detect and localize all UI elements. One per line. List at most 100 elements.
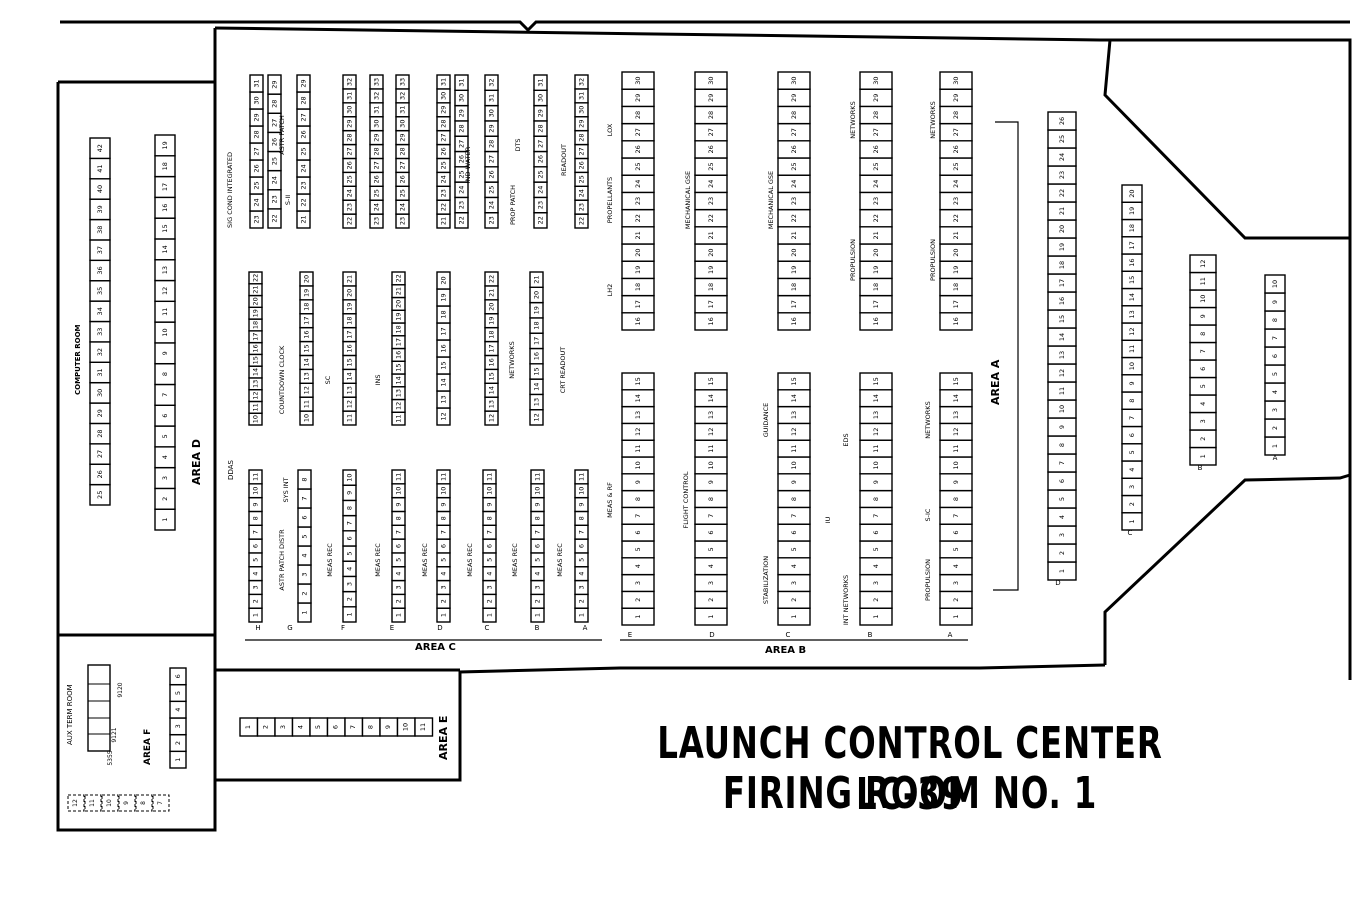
console-mid-c-number: 17 [395,338,403,346]
label-countdown-clock: COUNTDOWN CLOCK [278,345,286,414]
console-upper-ab-number: 22 [790,214,798,222]
console-mid-c-number: 21 [395,287,403,295]
console-upper-ab-number: 24 [634,180,642,188]
console-upper-ab-number: 21 [634,231,642,239]
console-lower-ab-number: 1 [872,615,880,619]
console-area-f-number: 3 [174,724,182,728]
console-mid-c-number: 20 [488,303,496,311]
console-mid-c-box [436,271,451,290]
console-top-c-number: 23 [537,201,545,209]
console-area-d-number: 9 [161,351,169,355]
console-top-c-number: 21 [300,215,308,223]
console-mid-c-number: 11 [346,414,354,422]
console-area-f-number: 4 [174,708,182,712]
row-letter-b: C [786,631,791,639]
console-low-c-box [574,469,589,485]
console-mid-c-number: 12 [346,400,354,408]
console-top-c-number: 27 [537,140,545,148]
console-low-c-number: 10 [346,473,354,481]
console-top-c-number: 24 [488,201,496,209]
console-lower-ab-number: 11 [707,444,715,452]
console-low-c-number: 3 [252,585,260,589]
console-lower-ab-number: 3 [952,581,960,585]
console-low-c-number: 2 [486,599,494,603]
console-c-number: 4 [1128,468,1136,472]
console-lower-ab-number: 8 [790,497,798,501]
console-mid-c-number: 15 [488,372,496,380]
console-upper-ab-number: 29 [707,94,715,102]
console-low-c-number: 6 [440,544,448,548]
console-lower-ab-number: 13 [952,411,960,419]
console-top-c-number: 32 [488,79,496,87]
area-f-dashed-box [118,794,136,812]
console-upper-ab-number: 26 [634,145,642,153]
console-top-c-number: 26 [578,161,586,169]
console-top-c-number: 21 [440,217,448,225]
console-lower-ab-number: 7 [790,514,798,518]
label-ddas: DDAS [227,459,235,479]
console-b-number: 10 [1199,295,1207,303]
console-upper-ab-number: 29 [790,94,798,102]
console-upper-ab-number: 24 [790,180,798,188]
console-top-c-number: 30 [399,120,407,128]
area-e-number: 6 [332,725,340,729]
console-mid-c-number: 12 [395,402,403,410]
console-low-c-number: 1 [395,613,403,617]
console-computer-room-box [89,137,111,160]
console-mid-c-number: 13 [252,380,260,388]
console-computer-room-number: 30 [96,389,104,397]
console-c-number: 2 [1128,502,1136,506]
console-area-d-number: 1 [161,518,169,522]
console-mid-c-number: 22 [252,274,260,282]
console-upper-ab-number: 28 [707,111,715,119]
console-computer-room-number: 36 [96,266,104,274]
console-top-c-number: 26 [488,170,496,178]
console-upper-ab-number: 20 [952,248,960,256]
console-low-c-number: 7 [346,521,354,525]
console-d-number: 24 [1058,153,1066,161]
console-mid-c-number: 21 [346,275,354,283]
console-top-c-number: 30 [488,109,496,117]
console-low-c-number: 3 [486,585,494,589]
console-upper-ab-number: 16 [790,317,798,325]
console-mid-c-number: 17 [346,330,354,338]
console-upper-ab-number: 18 [872,283,880,291]
console-d-number: 21 [1058,207,1066,215]
console-lower-ab-number: 12 [707,428,715,436]
console-mid-c-number: 19 [346,303,354,311]
console-mid-c-box [342,271,357,287]
console-lower-ab-number: 5 [707,547,715,551]
console-d-number: 26 [1058,117,1066,125]
console-top-c-number: 27 [346,147,354,155]
console-mid-c-number: 20 [252,297,260,305]
console-low-c-number: 10 [440,487,448,495]
console-lower-ab-number: 10 [707,461,715,469]
console-low-c-number: 5 [486,558,494,562]
console-area-d-number: 13 [161,266,169,274]
console-area-d-number: 12 [161,287,169,295]
console-area-f-number: 5 [174,691,182,695]
console-c-number: 18 [1128,224,1136,232]
console-low-c-number: 2 [301,591,309,595]
console-upper-ab-number: 30 [790,76,798,84]
area-f-dashed-box [67,794,85,812]
console-top-c-box [436,74,451,90]
console-computer-room-number: 42 [96,144,104,152]
console-top-c-box [249,74,264,93]
console-upper-ab-number: 20 [634,248,642,256]
console-lower-ab-number: 13 [790,411,798,419]
console-b-number: 5 [1199,384,1207,388]
console-low-c-number: 11 [486,473,494,481]
console-low-c-number: 7 [440,530,448,534]
console-mid-c-number: 12 [252,391,260,399]
console-top-c-number: 24 [373,203,381,211]
console-upper-ab-number: 17 [790,300,798,308]
console-upper-ab-number: 18 [707,283,715,291]
console-c-number: 6 [1128,433,1136,437]
console-computer-room-number: 37 [96,246,104,254]
label-int-networks: INT NETWORKS [842,575,850,625]
row-letter-c: E [390,624,394,632]
console-low-c-box [342,469,357,486]
console-mid-c-number: 12 [488,414,496,422]
